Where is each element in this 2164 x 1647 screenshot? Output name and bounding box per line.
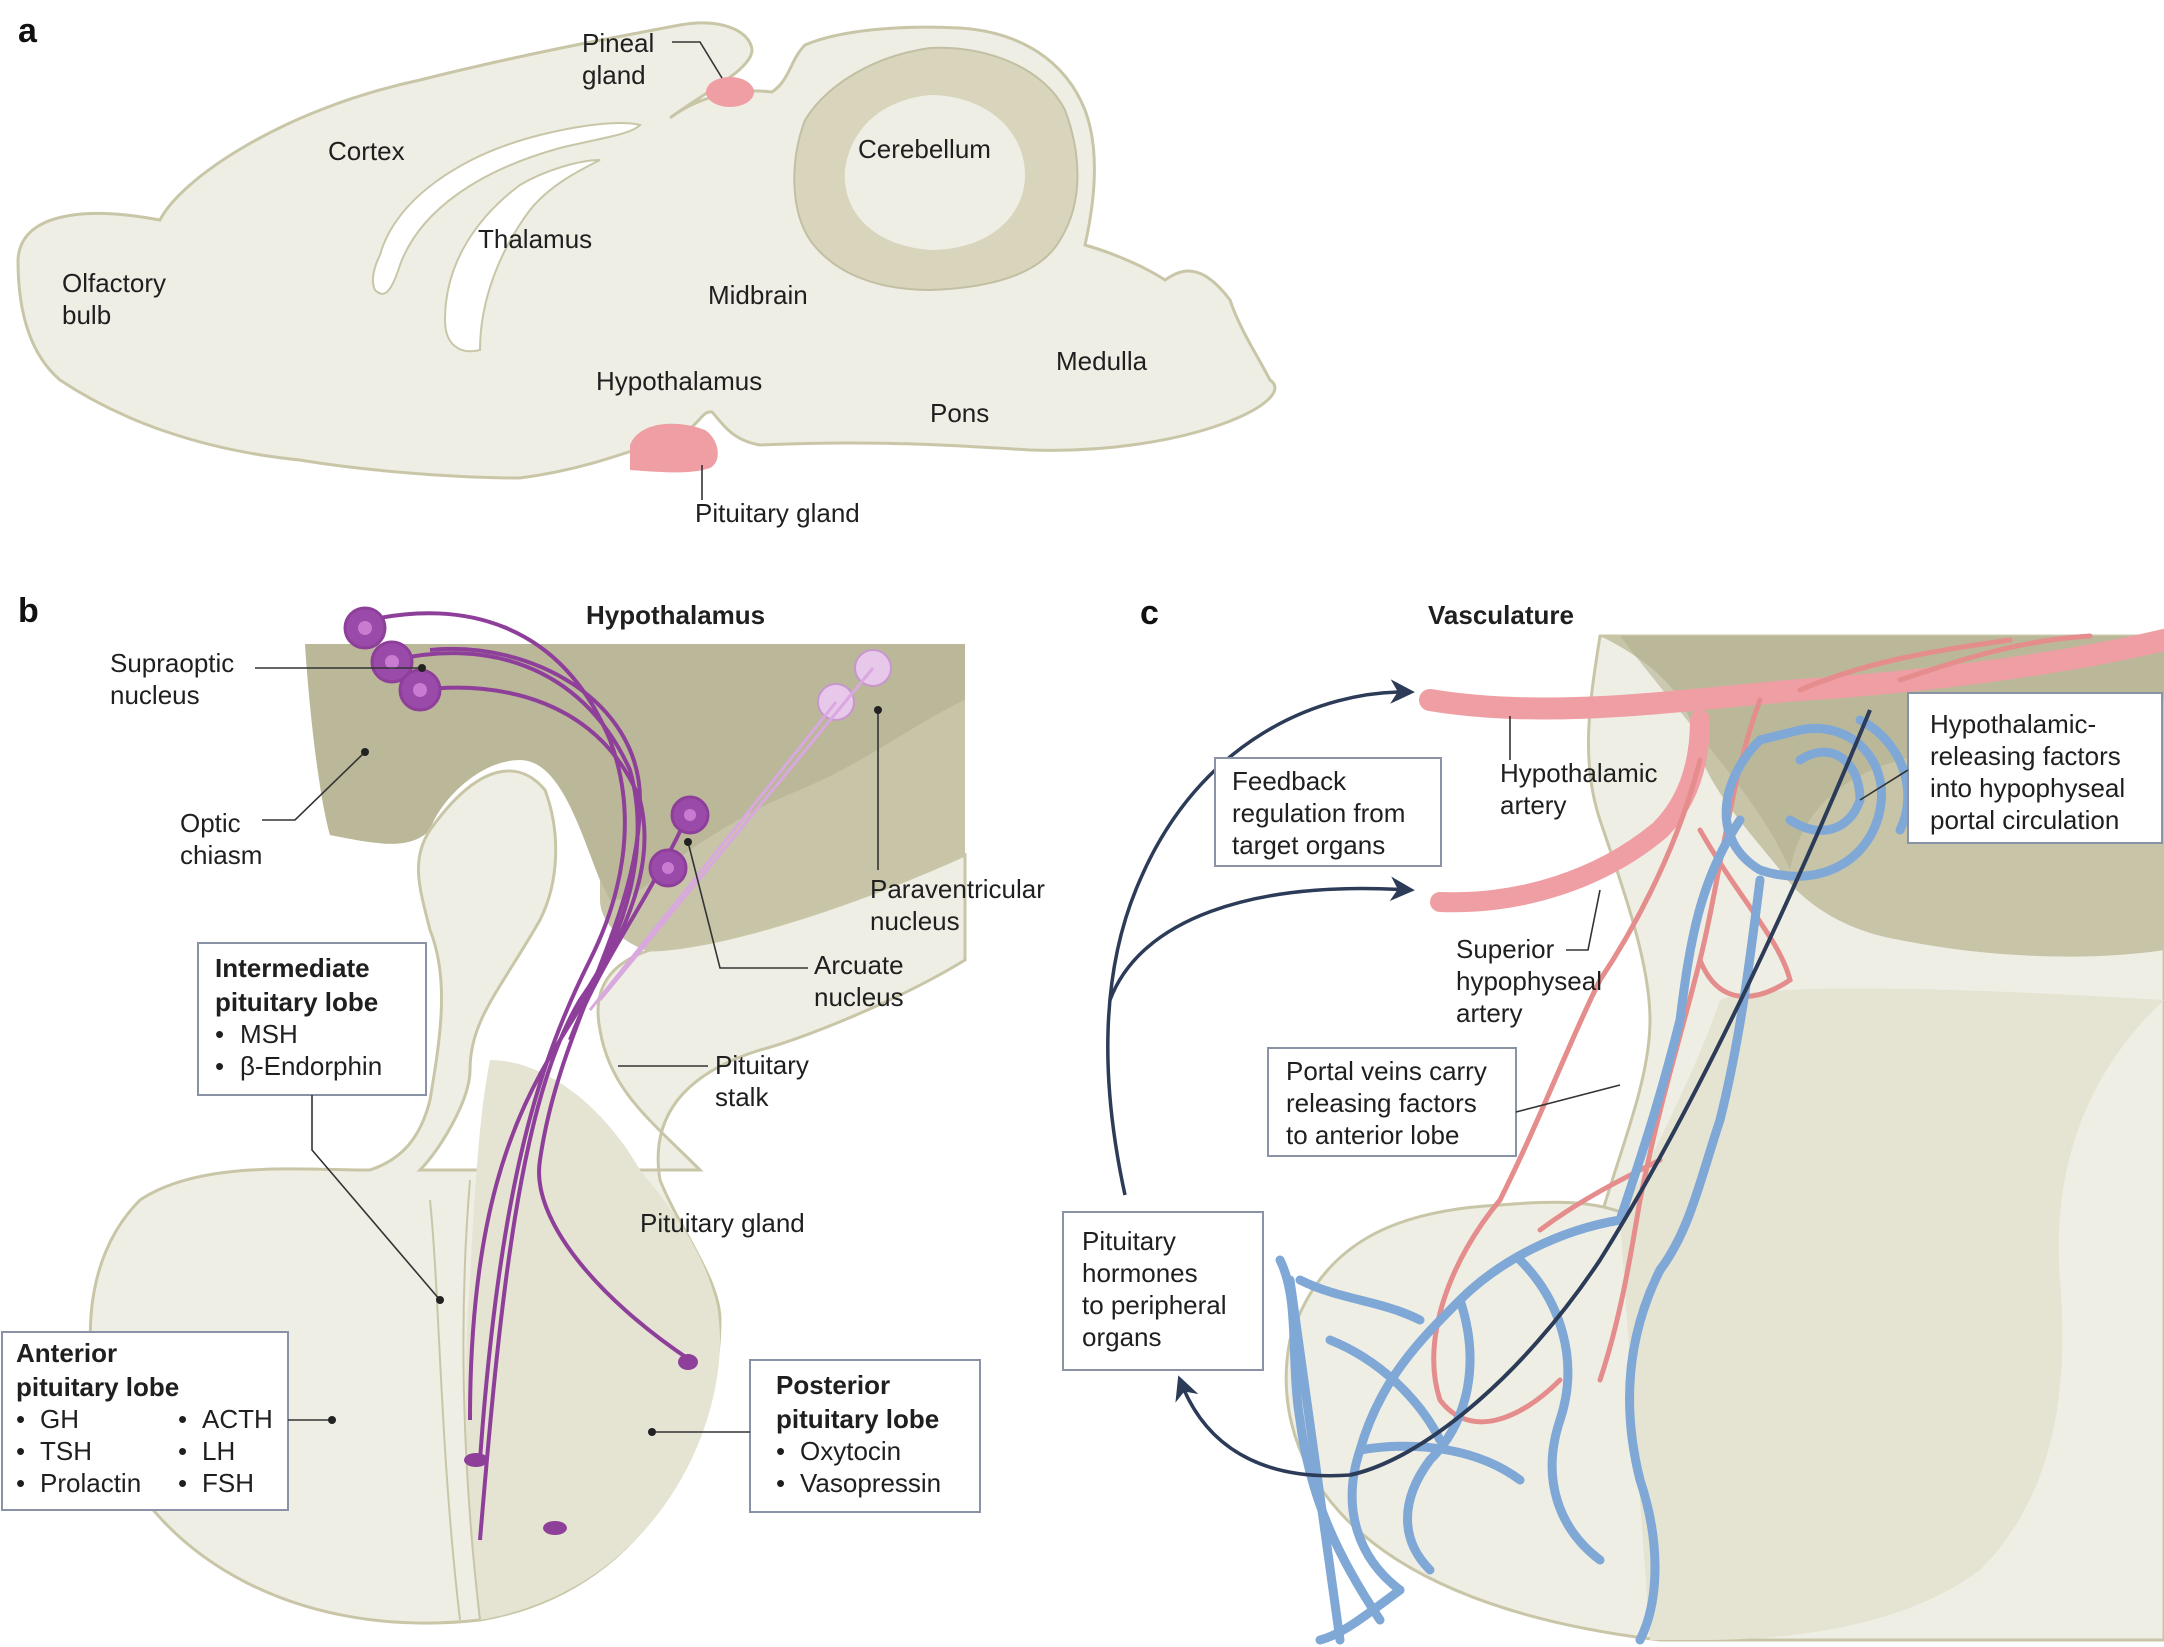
svg-text:Hypothalamic-: Hypothalamic- [1930, 709, 2096, 739]
svg-text:into hypophyseal: into hypophyseal [1930, 773, 2125, 803]
svg-text:•: • [16, 1436, 25, 1466]
portal-veins [1275, 715, 1913, 1645]
panel-b-title: Hypothalamus [586, 600, 765, 630]
svg-text:hormones: hormones [1082, 1258, 1198, 1288]
leader-intermediate [311, 1095, 441, 1301]
panel-a-letter: a [18, 12, 38, 50]
releasing-factors-box: Hypothalamic- releasing factors into hyp… [1907, 692, 2163, 844]
label-cerebellum: Cerebellum [858, 134, 991, 164]
label-supraoptic-2: nucleus [110, 680, 200, 710]
label-hypothalamus-a: Hypothalamus [596, 366, 762, 396]
label-olfactory-2: bulb [62, 300, 111, 330]
label-arcuate-1: Arcuate [814, 950, 904, 980]
svg-text:portal circulation: portal circulation [1930, 805, 2119, 835]
svg-text:GH: GH [40, 1404, 79, 1434]
svg-text:β-Endorphin: β-Endorphin [240, 1051, 382, 1081]
svg-text:•: • [776, 1436, 785, 1466]
label-paraventricular-2: nucleus [870, 906, 960, 936]
label-pituitary-gland-b: Pituitary gland [640, 1208, 805, 1238]
svg-text:pituitary lobe: pituitary lobe [215, 987, 378, 1017]
portal-veins-box: Portal veins carry releasing factors to … [1267, 1047, 1517, 1157]
svg-text:•: • [178, 1404, 187, 1434]
leader-arcuate [687, 841, 808, 969]
leader-superior [1566, 889, 1601, 951]
svg-text:•: • [16, 1404, 25, 1434]
svg-text:FSH: FSH [202, 1468, 254, 1498]
label-paraventricular-1: Paraventricular [870, 874, 1045, 904]
label-hypothalamic-artery-1: Hypothalamic [1500, 758, 1658, 788]
leader-pineal [672, 41, 723, 79]
posterior-lobe-box: Posterior pituitary lobe • Oxytocin • Va… [749, 1359, 981, 1513]
neurosecretory-axons [343, 606, 892, 1541]
svg-text:to anterior lobe: to anterior lobe [1286, 1120, 1459, 1150]
label-pineal-1: Pineal [582, 28, 654, 58]
svg-text:•: • [215, 1019, 224, 1049]
svg-text:releasing factors: releasing factors [1930, 741, 2121, 771]
label-superior-2: hypophyseal [1456, 966, 1602, 996]
svg-text:LH: LH [202, 1436, 235, 1466]
svg-text:regulation from: regulation from [1232, 798, 1405, 828]
svg-text:Portal veins carry: Portal veins carry [1286, 1056, 1487, 1086]
feedback-arrows [1106, 679, 1415, 1478]
label-cortex: Cortex [328, 136, 405, 166]
svg-text:Intermediate: Intermediate [215, 953, 370, 983]
svg-text:Posterior: Posterior [776, 1370, 890, 1400]
svg-text:pituitary lobe: pituitary lobe [16, 1372, 179, 1402]
svg-text:Pituitary: Pituitary [1082, 1226, 1176, 1256]
panel-c-title: Vasculature [1428, 600, 1574, 630]
label-stalk-1: Pituitary [715, 1050, 809, 1080]
label-stalk-2: stalk [715, 1082, 769, 1112]
label-superior-1: Superior [1456, 934, 1555, 964]
svg-text:•: • [178, 1468, 187, 1498]
label-pons: Pons [930, 398, 989, 428]
label-optic-1: Optic [180, 808, 241, 838]
svg-text:Vasopressin: Vasopressin [800, 1468, 941, 1498]
label-pituitary-a: Pituitary gland [695, 498, 860, 528]
svg-text:TSH: TSH [40, 1436, 92, 1466]
intermediate-lobe-box: Intermediate pituitary lobe • MSH • β-En… [197, 942, 427, 1096]
label-hypothalamic-artery-2: artery [1500, 790, 1566, 820]
brain-sagittal-section [16, 21, 1277, 480]
pituitary-gland-shape [630, 423, 718, 473]
svg-text:releasing factors: releasing factors [1286, 1088, 1477, 1118]
label-arcuate-2: nucleus [814, 982, 904, 1012]
label-optic-2: chiasm [180, 840, 262, 870]
svg-text:to peripheral: to peripheral [1082, 1290, 1227, 1320]
leader-optic [262, 751, 366, 821]
label-pineal-2: gland [582, 60, 646, 90]
svg-text:•: • [215, 1051, 224, 1081]
svg-text:•: • [776, 1468, 785, 1498]
leader-releasing [1859, 769, 1909, 801]
svg-text:pituitary lobe: pituitary lobe [776, 1404, 939, 1434]
svg-text:target organs: target organs [1232, 830, 1385, 860]
pineal-gland-shape [706, 77, 754, 107]
label-medulla: Medulla [1056, 346, 1148, 376]
label-olfactory-1: Olfactory [62, 268, 166, 298]
svg-text:ACTH: ACTH [202, 1404, 273, 1434]
label-midbrain: Midbrain [708, 280, 808, 310]
svg-text:MSH: MSH [240, 1019, 298, 1049]
pituitary-hormones-box: Pituitary hormones to peripheral organs [1062, 1211, 1264, 1371]
svg-text:•: • [16, 1468, 25, 1498]
leader-portal [1515, 1084, 1621, 1113]
svg-text:Oxytocin: Oxytocin [800, 1436, 901, 1466]
svg-text:Feedback: Feedback [1232, 766, 1347, 796]
feedback-box: Feedback regulation from target organs [1214, 757, 1442, 867]
panel-c-letter: c [1140, 594, 1159, 632]
svg-text:Prolactin: Prolactin [40, 1468, 141, 1498]
anterior-lobe-box: Anterior pituitary lobe • GH • TSH • Pro… [1, 1331, 289, 1511]
panel-b-letter: b [18, 592, 39, 630]
label-supraoptic-1: Supraoptic [110, 648, 234, 678]
svg-text:organs: organs [1082, 1322, 1162, 1352]
svg-text:Anterior: Anterior [16, 1338, 117, 1368]
label-thalamus: Thalamus [478, 224, 592, 254]
svg-text:•: • [178, 1436, 187, 1466]
label-superior-3: artery [1456, 998, 1522, 1028]
